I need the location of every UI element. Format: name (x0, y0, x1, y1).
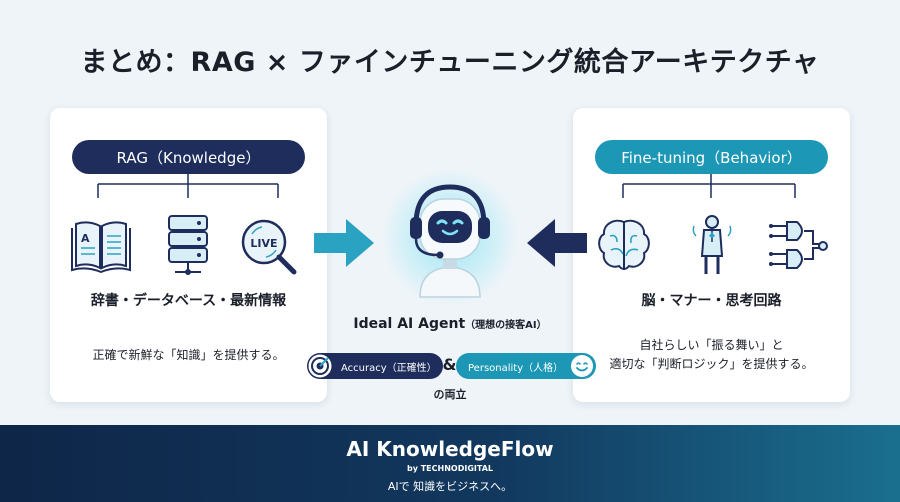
personality-badge: Personality（人格） (456, 353, 596, 379)
live-search-icon: LIVE (241, 219, 297, 275)
finetuning-caption: 脳・マナー・思考回路 (641, 293, 782, 309)
footer-banner: AI KnowledgeFlow by TECHNODIGITAL AIで 知識… (0, 425, 900, 502)
target-icon (307, 353, 333, 379)
agent-title: Ideal AI Agent（理想の接客AI） (328, 316, 572, 332)
rag-description: 正確で新鮮な「知識」を提供する。 (92, 348, 285, 362)
agent-title-main: Ideal AI Agent (353, 316, 466, 332)
logic-gates-icon (769, 221, 828, 269)
agent-subtitle: （理想の接客AI） (465, 320, 547, 331)
finetuning-card: Fine-tuning（Behavior） 脳・マ (573, 108, 850, 402)
rag-tree-connector (97, 174, 279, 198)
accuracy-badge: Accuracy（正確性） (307, 353, 443, 379)
smile-icon (571, 355, 593, 377)
finetuning-pill: Fine-tuning（Behavior） (595, 140, 828, 174)
rag-pill: RAG（Knowledge） (72, 140, 305, 174)
arrow-right-icon (314, 219, 374, 267)
database-icon (168, 215, 208, 275)
brand-byline: by TECHNODIGITAL (407, 464, 493, 473)
balance-label: の両立 (433, 388, 467, 401)
finetuning-description-line-1: 自社らしい「振る舞い」と (639, 338, 784, 352)
arrow-left-icon (527, 219, 587, 267)
robot-agent-icon (382, 169, 518, 305)
live-label: LIVE (250, 237, 277, 250)
finetuning-tree-connector (622, 174, 796, 198)
book-icon: A (71, 221, 131, 274)
personality-label: Personality（人格） (468, 362, 564, 374)
rag-caption: 辞書・データベース・最新情報 (90, 293, 287, 309)
book-letter: A (81, 232, 90, 245)
finetuning-description-line-2: 適切な「判断ロジック」を提供する。 (609, 357, 814, 371)
bowing-person-icon (692, 215, 732, 274)
ampersand: & (442, 355, 457, 374)
brain-icon (598, 219, 650, 271)
rag-card: RAG（Knowledge） A LIVE (50, 108, 327, 402)
accuracy-label: Accuracy（正確性） (341, 362, 437, 374)
brand-tagline: AIで 知識をビジネスへ。 (387, 480, 513, 493)
brand-name: AI KnowledgeFlow (346, 437, 554, 461)
page-title: まとめ：RAG × ファインチューニング統合アーキテクチャ (80, 47, 820, 78)
